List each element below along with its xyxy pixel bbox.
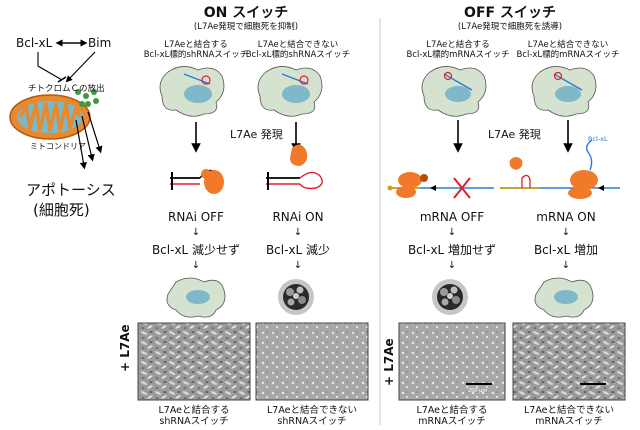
micrograph-off-bound: [398, 322, 506, 401]
micrograph-on-bound: [137, 322, 251, 401]
mitochondrion-icon: [9, 94, 91, 140]
shrna-active-illustration: [266, 171, 323, 190]
on-expression-label: L7Ae 発現: [230, 128, 283, 141]
cell-dead-off: [432, 279, 468, 315]
l7ae-protein-off: [509, 157, 523, 170]
cell-off-2: [531, 66, 597, 117]
cell-on-2: [257, 66, 323, 117]
bcl-bim-interaction: [37, 39, 96, 83]
arrow-off-1a: ↓: [447, 227, 457, 238]
arrow-on-1a: ↓: [191, 227, 201, 238]
on-col1-effect: Bcl-xL 減少せず: [151, 243, 241, 257]
cell-on-1: [159, 66, 225, 117]
on-col1-state: RNAi OFF: [168, 210, 224, 224]
arrow-on-2b: ↓: [293, 260, 303, 271]
cell-dead-on: [278, 279, 314, 315]
mrna-active-illustration: [500, 139, 620, 199]
cell-off-1: [421, 66, 487, 117]
on-switch-title: ON スイッチ: [203, 5, 289, 21]
arrow-off-2b: ↓: [561, 260, 571, 271]
micrograph-off-unbound: [512, 322, 626, 401]
shrna-blocked-illustration: [170, 169, 224, 194]
off-col1-effect: Bcl-xL 増加せず: [407, 243, 497, 257]
mitochondria-label: ミトコンドリア: [30, 142, 86, 151]
arrow-on-1b: ↓: [191, 260, 201, 271]
on-row-label: + L7Ae: [118, 324, 132, 372]
micrograph-on-unbound: [255, 322, 369, 401]
arrow-off-1b: ↓: [447, 260, 457, 271]
bim-label: Bim: [88, 36, 112, 50]
on-col2-effect: Bcl-xL 減少: [265, 243, 331, 257]
apoptosis-label: アポトーシス: [26, 181, 116, 199]
on-switch-subtitle: (L7Ae発現で細胞死を抑制): [193, 22, 299, 32]
cell-death-label: (細胞死): [33, 201, 90, 219]
off-switch-subtitle: (L7Ae発現で細胞死を誘導): [457, 22, 563, 32]
off-col2-effect: Bcl-xL 増加: [533, 243, 599, 257]
cascade-arrows: [75, 111, 103, 170]
on-col2-state: RNAi ON: [272, 210, 324, 224]
off-expression-label: L7Ae 発現: [488, 128, 541, 141]
arrow-off-2a: ↓: [561, 227, 571, 238]
cytochrome-c-label: チトクロムＣの放出: [28, 84, 105, 94]
off-switch-title: OFF スイッチ: [464, 5, 556, 21]
bclxl-protein-label: Bcl-xL: [588, 135, 608, 143]
cell-alive-on: [166, 277, 226, 318]
off-row-label: + L7Ae: [382, 338, 396, 386]
arrows-top: [191, 120, 573, 153]
cytochrome-c-dots: [75, 89, 99, 107]
scale-bar-label: 200 μm: [468, 388, 488, 394]
off-col2-state: mRNA ON: [536, 210, 596, 224]
off-col1-state: mRNA OFF: [419, 210, 485, 224]
l7ae-protein-on: [290, 144, 308, 166]
arrow-on-2a: ↓: [293, 227, 303, 238]
cell-alive-off: [534, 277, 594, 318]
bclxl-label: Bcl-xL: [16, 36, 53, 50]
mrna-blocked-illustration: [387, 172, 494, 199]
